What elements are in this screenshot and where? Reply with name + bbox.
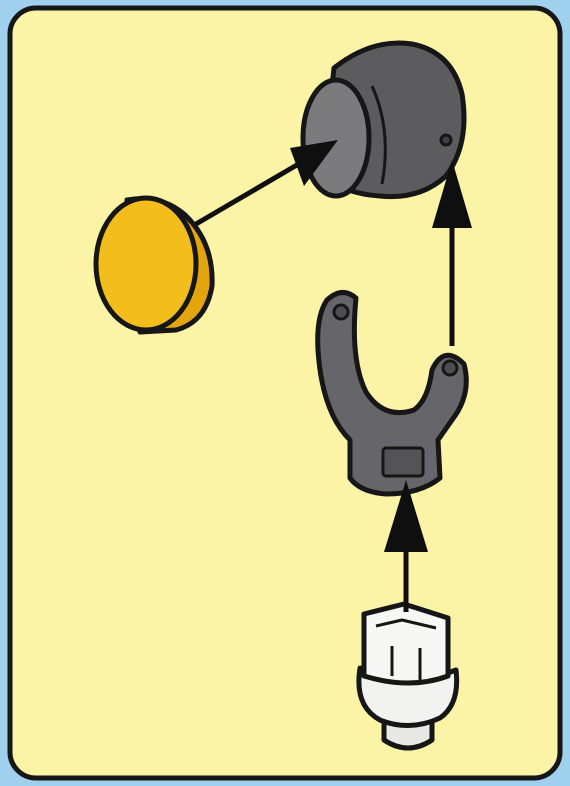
knob-face (303, 80, 369, 196)
panel-background (10, 8, 560, 778)
bracket-slot (383, 448, 423, 476)
bracket-right-hole (443, 361, 457, 375)
bracket-left-hole (334, 305, 348, 319)
cap-disc-face (96, 198, 196, 330)
knob-pin-hole (441, 135, 451, 145)
plug-connector (364, 604, 448, 683)
